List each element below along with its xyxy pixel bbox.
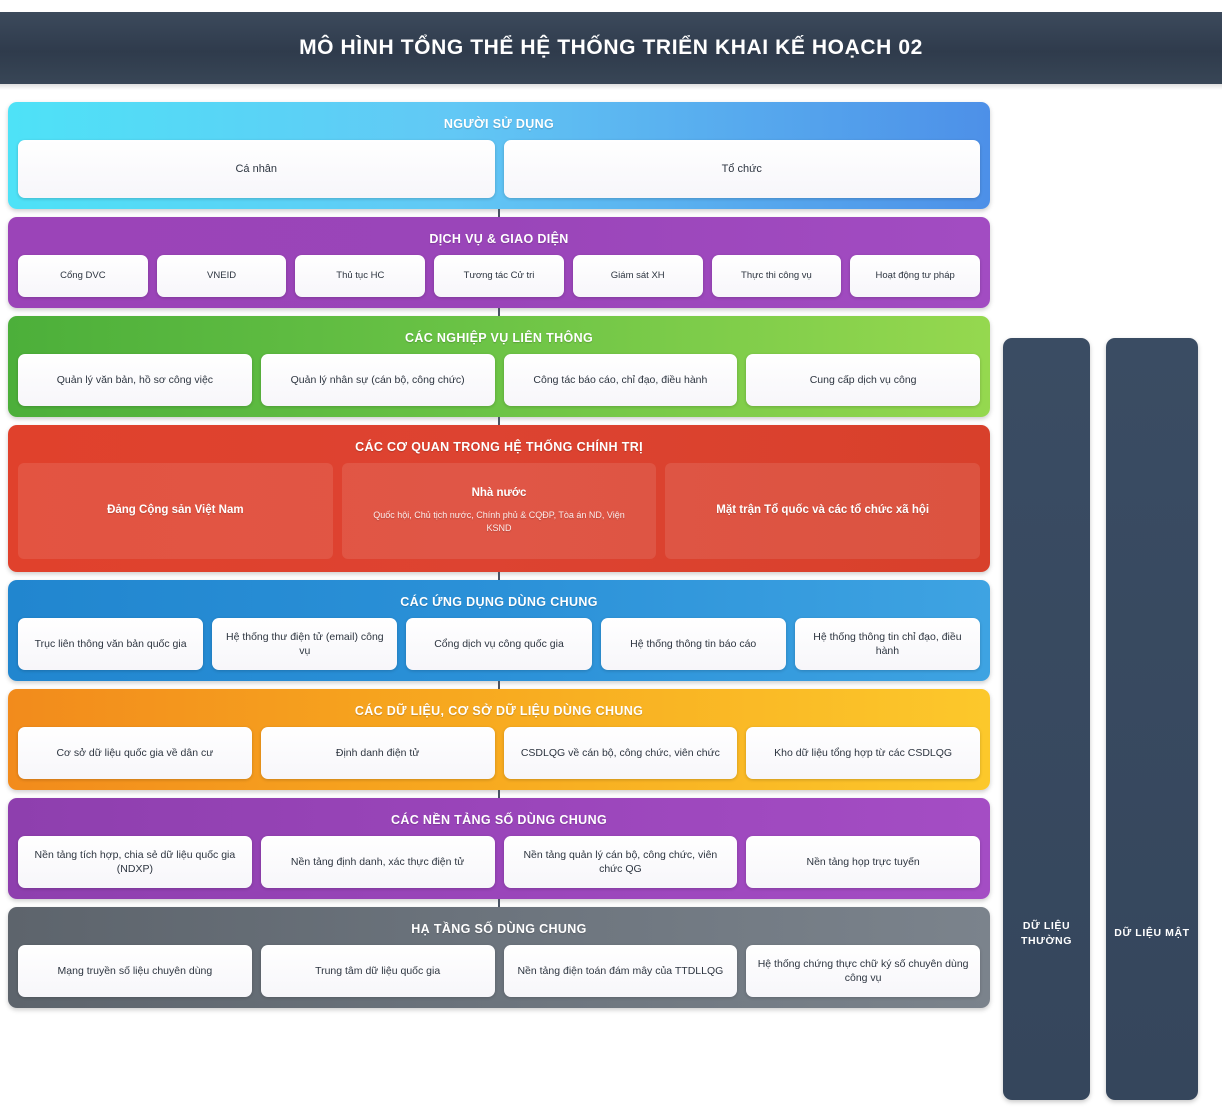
layer-platforms-title: CÁC NỀN TẢNG SỐ DÙNG CHUNG (390, 813, 608, 827)
layer-service-cards: Cổng DVC VNEID Thủ tục HC Tương tác Cử t… (18, 255, 981, 297)
card-mang-truyen-so-lieu[interactable]: Mạng truyền số liệu chuyên dùng (18, 945, 252, 997)
connector-data-platform (498, 790, 500, 798)
card-nha-nuoc-sublabel: Quốc hội, Chủ tịch nước, Chính phủ & CQĐ… (373, 509, 625, 534)
layer-users-cards: Cá nhân Tổ chức (18, 140, 980, 198)
card-quan-ly-nhan-su[interactable]: Quản lý nhân sự (cán bộ, công chức) (260, 354, 495, 406)
card-giam-sat-xh[interactable]: Giám sát XH (572, 255, 703, 297)
connector-org-apps (498, 572, 500, 580)
card-nen-tang-quan-ly-can-bo[interactable]: Nền tảng quản lý cán bộ, công chức, viên… (503, 836, 738, 888)
layer-organizations-title: CÁC CƠ QUAN TRONG HỆ THỐNG CHÍNH TRỊ (355, 440, 643, 454)
card-ca-nhan[interactable]: Cá nhân (18, 140, 495, 198)
layer-business-cards: Quản lý văn bản, hồ sơ công việc Quản lý… (18, 354, 980, 406)
side-panel-du-lieu-mat[interactable]: DỮ LIỆU MẬT (1106, 338, 1198, 1100)
card-kho-du-lieu-tong-hop[interactable]: Kho dữ liệu tổng hợp từ các CSDLQG (746, 727, 980, 779)
card-dang-cong-san-label: Đảng Cộng sản Việt Nam (107, 504, 244, 517)
card-cong-tac-bao-cao[interactable]: Công tác báo cáo, chỉ đạo, điều hành (503, 354, 738, 406)
layer-platforms: CÁC NỀN TẢNG SỐ DÙNG CHUNG Nền tảng tích… (8, 798, 990, 907)
header-shadow (0, 84, 1222, 90)
layer-users: NGƯỜI SỬ DỤNG Cá nhân Tổ chức (8, 102, 990, 217)
connector-users-service (498, 209, 500, 217)
layer-business: CÁC NGHIỆP VỤ LIÊN THÔNG Quản lý văn bản… (8, 316, 990, 425)
connector-business-org (498, 417, 500, 425)
card-tuong-tac-cu-tri[interactable]: Tương tác Cử tri (434, 255, 564, 297)
page-title: MÔ HÌNH TỔNG THỂ HỆ THỐNG TRIỂN KHAI KẾ … (299, 36, 923, 59)
layer-infrastructure-title: HẠ TẦNG SỐ DÙNG CHUNG (411, 922, 587, 936)
connector-service-business (498, 308, 500, 316)
connector-apps-data (498, 681, 500, 689)
layer-applications-cards: Trục liên thông văn bản quốc gia Hệ thốn… (18, 618, 981, 670)
card-nen-tang-dien-toan-dam-may[interactable]: Nền tảng điện toán đám mây của TTDLLQG (503, 945, 738, 997)
side-panel-du-lieu-thuong[interactable]: DỮ LIỆU THƯỜNG (1003, 338, 1090, 1100)
card-cong-dvc-quoc-gia[interactable]: Cổng dịch vụ công quốc gia (406, 618, 592, 670)
layer-service: DỊCH VỤ & GIAO DIỆN Cổng DVC VNEID Thủ t… (8, 217, 990, 316)
layer-applications-title: CÁC ỨNG DỤNG DÙNG CHUNG (400, 595, 598, 609)
card-mat-tran-to-quoc[interactable]: Mặt trận Tổ quốc và các tổ chức xã hội (665, 463, 981, 559)
header-bar: MÔ HÌNH TỔNG THỂ HỆ THỐNG TRIỂN KHAI KẾ … (0, 12, 1222, 84)
layer-organizations-cards: Đảng Cộng sản Việt Nam Nhà nước Quốc hội… (18, 463, 981, 559)
layer-databases: CÁC DỮ LIỆU, CƠ SỞ DỮ LIỆU DÙNG CHUNG Cơ… (8, 689, 990, 798)
layer-business-title: CÁC NGHIỆP VỤ LIÊN THÔNG (404, 331, 594, 345)
card-to-chuc[interactable]: Tổ chức (503, 140, 980, 198)
side-panel-du-lieu-mat-label: DỮ LIỆU MẬT (1114, 927, 1190, 940)
card-mat-tran-to-quoc-label: Mặt trận Tổ quốc và các tổ chức xã hội (716, 504, 930, 517)
card-dinh-danh-dien-tu[interactable]: Định danh điện tử (260, 727, 495, 779)
card-cong-dvc[interactable]: Cổng DVC (18, 255, 148, 297)
layer-databases-title: CÁC DỮ LIỆU, CƠ SỞ DỮ LIỆU DÙNG CHUNG (354, 704, 644, 718)
card-dang-cong-san[interactable]: Đảng Cộng sản Việt Nam (18, 463, 333, 559)
card-csdl-dan-cu[interactable]: Cơ sở dữ liệu quốc gia về dân cư (18, 727, 252, 779)
card-nha-nuoc-label: Nhà nước (471, 487, 527, 500)
layer-applications: CÁC ỨNG DỤNG DÙNG CHUNG Trục liên thông … (8, 580, 990, 689)
card-nen-tang-ndxp[interactable]: Nền tảng tích hợp, chia sẻ dữ liệu quốc … (18, 836, 252, 888)
card-thuc-thi-cong-vu[interactable]: Thực thi công vụ (711, 255, 842, 297)
card-he-thong-email[interactable]: Hệ thống thư điện tử (email) công vụ (212, 618, 398, 670)
card-he-thong-bao-cao[interactable]: Hệ thống thông tin báo cáo (600, 618, 786, 670)
card-nen-tang-hop-truc-tuyen[interactable]: Nền tảng họp trực tuyến (746, 836, 980, 888)
card-nha-nuoc[interactable]: Nhà nước Quốc hội, Chủ tịch nước, Chính … (341, 463, 657, 559)
layer-infrastructure: HẠ TẦNG SỐ DÙNG CHUNG Mạng truyền số liệ… (8, 907, 990, 1008)
card-csdlqg-can-bo[interactable]: CSDLQG về cán bộ, công chức, viên chức (503, 727, 738, 779)
card-thu-tuc-hc[interactable]: Thủ tục HC (295, 255, 426, 297)
connector-platform-infra (498, 899, 500, 907)
layer-users-title: NGƯỜI SỬ DỤNG (443, 117, 555, 131)
card-truc-lien-thong[interactable]: Trục liên thông văn bản quốc gia (18, 618, 204, 670)
card-he-thong-chi-dao[interactable]: Hệ thống thông tin chỉ đạo, điều hành (794, 618, 981, 670)
card-trung-tam-du-lieu[interactable]: Trung tâm dữ liệu quốc gia (260, 945, 495, 997)
layer-service-title: DỊCH VỤ & GIAO DIỆN (429, 232, 569, 246)
layer-stack: NGƯỜI SỬ DỤNG Cá nhân Tổ chức DỊCH VỤ & … (8, 102, 990, 1016)
layer-infrastructure-cards: Mạng truyền số liệu chuyên dùng Trung tâ… (18, 945, 980, 997)
card-hoat-dong-tu-phap[interactable]: Hoạt động tư pháp (850, 255, 981, 297)
card-quan-ly-van-ban[interactable]: Quản lý văn bản, hồ sơ công việc (18, 354, 252, 406)
card-vneid[interactable]: VNEID (156, 255, 287, 297)
layer-organizations: CÁC CƠ QUAN TRONG HỆ THỐNG CHÍNH TRỊ Đản… (8, 425, 990, 580)
card-nen-tang-dinh-danh[interactable]: Nền tảng định danh, xác thực điện tử (260, 836, 495, 888)
side-panel-du-lieu-thuong-label: DỮ LIỆU THƯỜNG (1020, 919, 1072, 947)
layer-platforms-cards: Nền tảng tích hợp, chia sẻ dữ liệu quốc … (18, 836, 980, 888)
card-cung-cap-dich-vu-cong[interactable]: Cung cấp dịch vụ công (746, 354, 980, 406)
card-chung-thuc-chu-ky-so[interactable]: Hệ thống chứng thực chữ ký số chuyên dùn… (746, 945, 980, 997)
layer-databases-cards: Cơ sở dữ liệu quốc gia về dân cư Định da… (18, 727, 980, 779)
